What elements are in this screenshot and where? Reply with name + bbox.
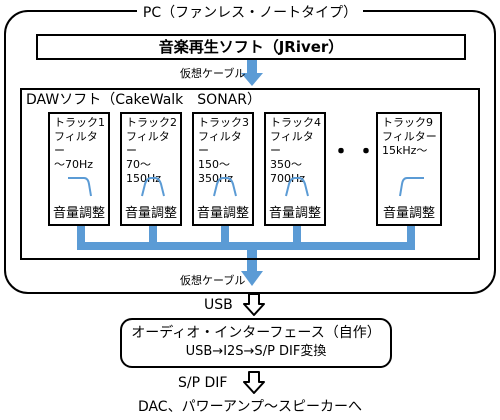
signal-bus <box>77 242 415 250</box>
track-3-volume: 音量調整 <box>196 206 249 221</box>
track-drop-1 <box>77 226 85 248</box>
bandpass-filter-icon <box>213 177 237 197</box>
track-9: トラック9 フィルター 15kHz～ 音量調整 <box>376 112 442 226</box>
pc-title-wrap: PC（ファンレス・ノートタイプ） <box>0 2 500 21</box>
audio-interface-sub: USB→I2S→S/P DIF変換 <box>185 344 327 359</box>
output-label: DAC、パワーアンプ～スピーカーへ <box>137 399 363 415</box>
track-2: トラック2 フィルター 70～ 150Hz 音量調整 <box>120 112 182 226</box>
track-3-label: トラック3 フィルター 150～ 350Hz <box>198 116 249 185</box>
track-ellipsis: ・・・ <box>330 140 406 165</box>
daw-box <box>20 88 480 260</box>
bandpass-filter-icon <box>141 177 165 197</box>
audio-interface-box: オーディオ・インターフェース（自作） USB→I2S→S/P DIF変換 <box>120 318 392 368</box>
virtual-cable-top-arrowhead <box>241 73 263 86</box>
track-1: トラック1 フィルター ～70Hz 音量調整 <box>48 112 110 226</box>
virtual-cable-bottom-label: 仮想ケーブル <box>180 274 246 287</box>
pc-title: PC（ファンレス・ノートタイプ） <box>136 5 364 21</box>
virtual-cable-bottom-shaft <box>247 250 257 272</box>
track-2-volume: 音量調整 <box>124 206 177 221</box>
track-3: トラック3 フィルター 150～ 350Hz 音量調整 <box>192 112 254 226</box>
daw-title: DAWソフト（CakeWalk SONAR） <box>26 92 261 108</box>
track-2-label: トラック2 フィルター 70～ 150Hz <box>126 116 177 185</box>
track-drop-2 <box>149 226 157 248</box>
virtual-cable-bottom-arrowhead <box>241 271 263 286</box>
track-4-volume: 音量調整 <box>268 206 321 221</box>
virtual-cable-top-shaft <box>247 60 257 74</box>
bandpass-filter-icon <box>285 177 309 197</box>
player-box: 音楽再生ソフト（JRiver） <box>36 34 466 60</box>
track-drop-4 <box>293 226 301 248</box>
track-drop-3 <box>221 226 229 248</box>
lowpass-filter-icon <box>68 177 92 197</box>
track-9-label: トラック9 フィルター 15kHz～ <box>382 116 437 157</box>
track-1-label: トラック1 フィルター ～70Hz <box>54 116 105 171</box>
usb-arrow-icon <box>243 293 265 316</box>
track-4: トラック4 フィルター 350～ 700Hz 音量調整 <box>264 112 326 226</box>
spdif-label: S/P DIF <box>178 375 228 391</box>
track-9-volume: 音量調整 <box>382 206 435 221</box>
highpass-filter-icon <box>399 177 424 197</box>
virtual-cable-top-label: 仮想ケーブル <box>180 67 246 80</box>
spdif-arrow-icon <box>243 371 265 394</box>
track-drop-5 <box>407 226 415 248</box>
track-4-label: トラック4 フィルター 350～ 700Hz <box>270 116 321 185</box>
audio-interface-title: オーディオ・インターフェース（自作） <box>131 325 381 341</box>
track-1-volume: 音量調整 <box>52 206 105 221</box>
usb-label: USB <box>204 297 233 313</box>
